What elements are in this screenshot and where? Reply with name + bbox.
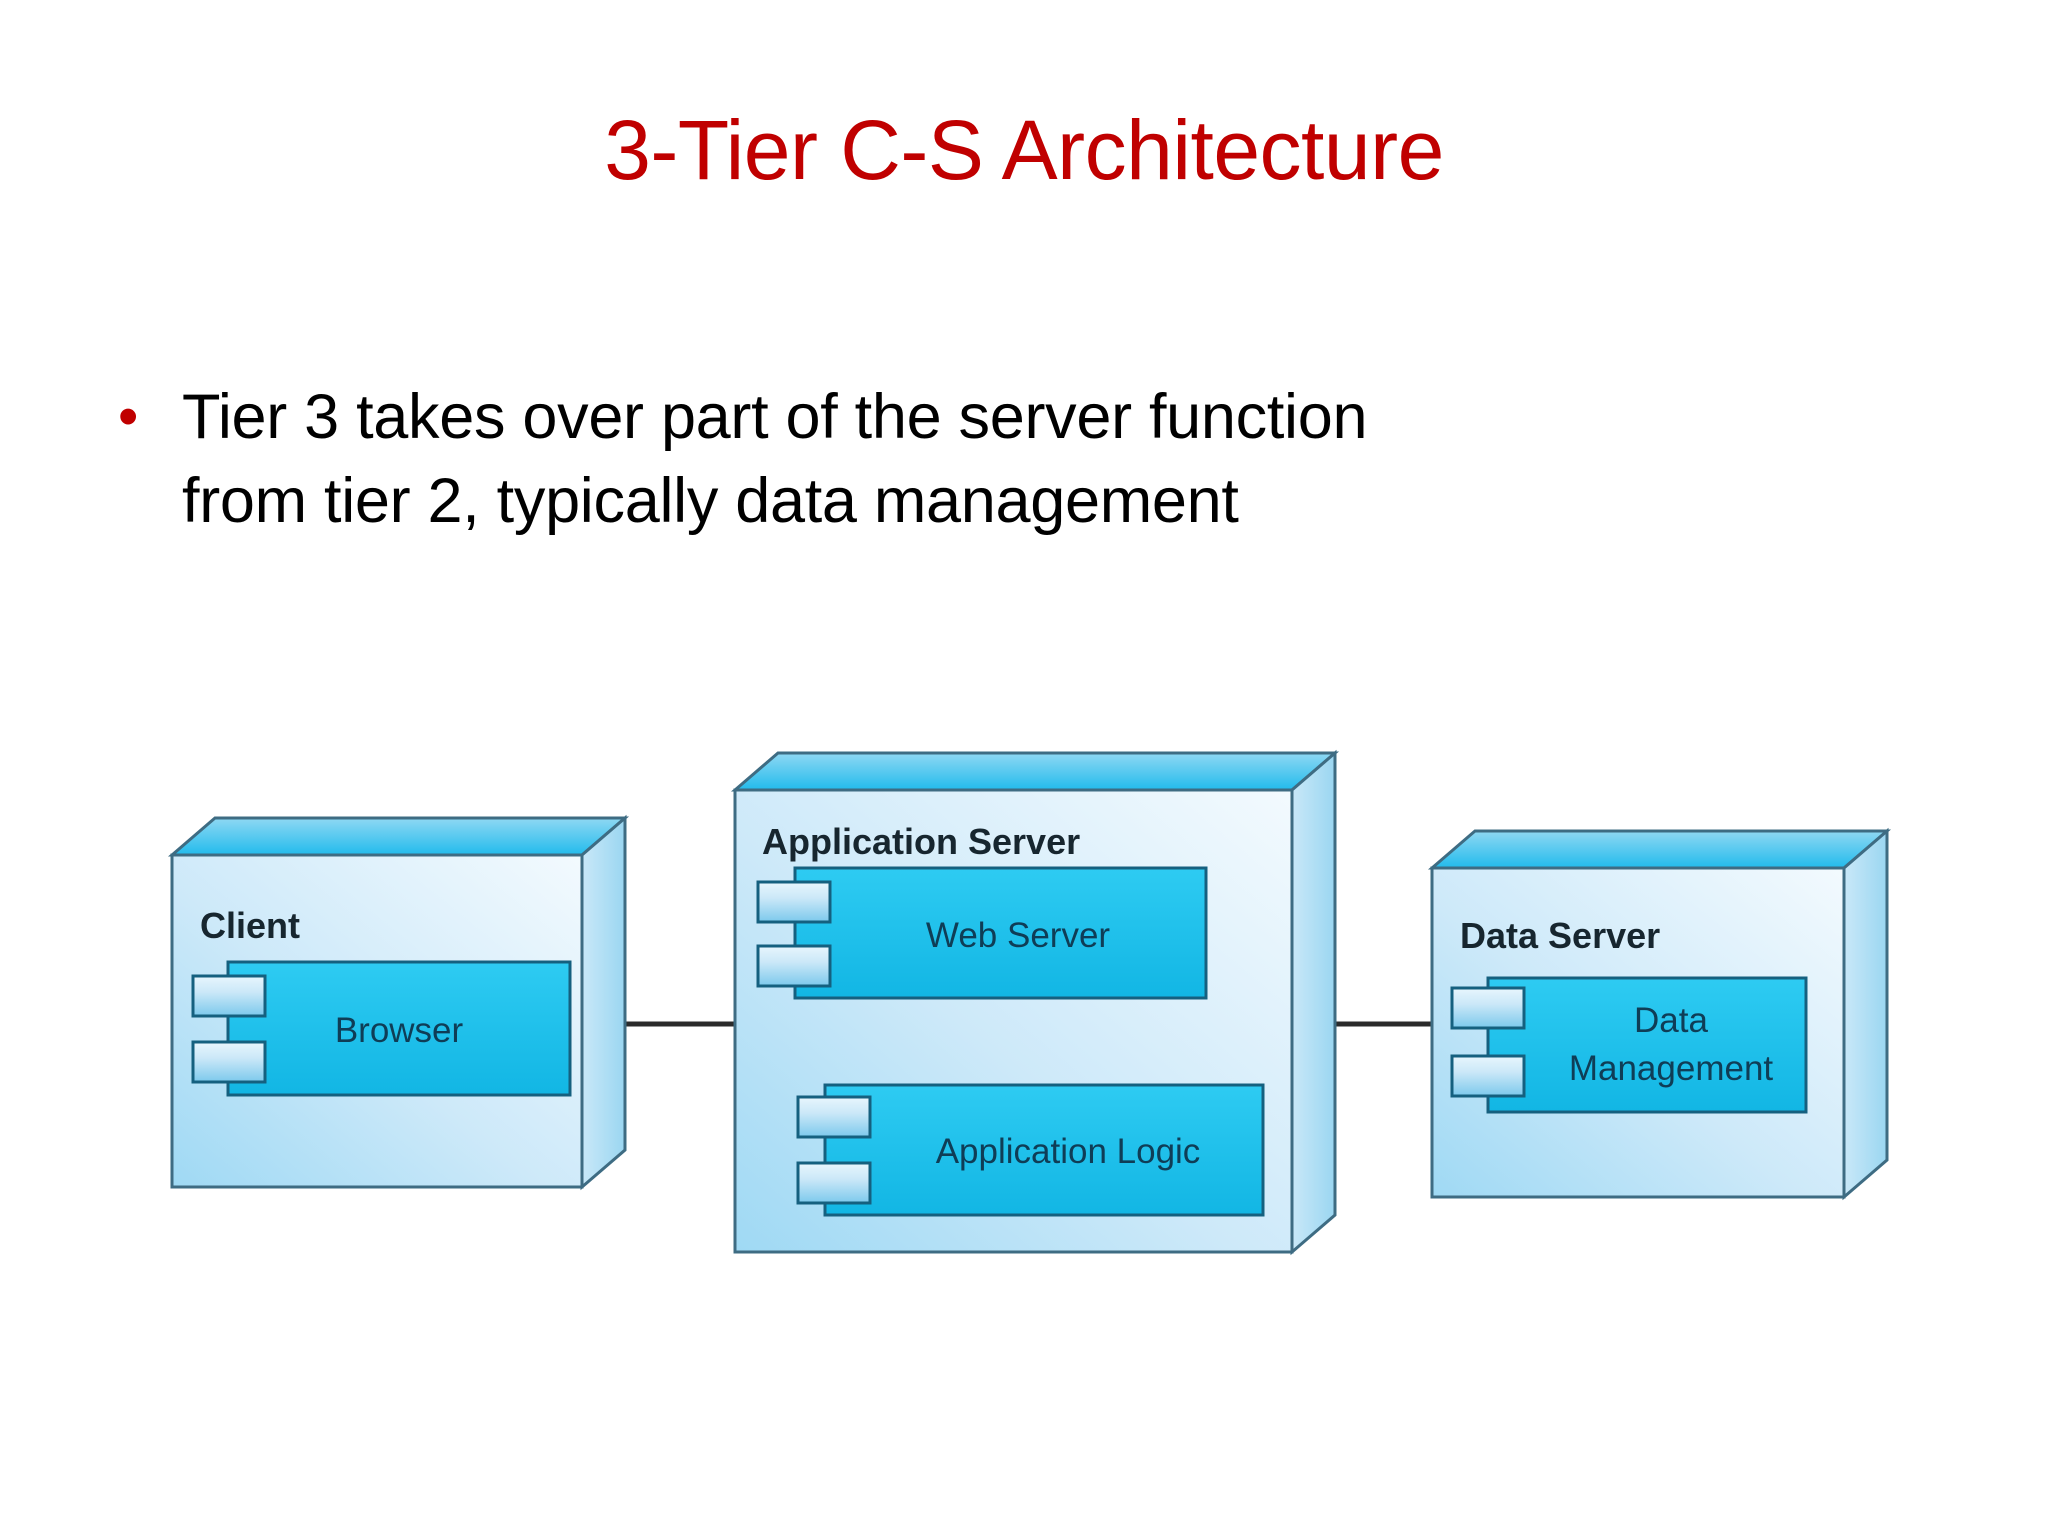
component-browser-label: Browser xyxy=(335,1011,464,1050)
component-browser-tab-lower-icon xyxy=(191,1040,267,1084)
component-application-logic-label: Application Logic xyxy=(936,1132,1201,1171)
node-client-label: Client xyxy=(200,905,300,946)
node-application-server[interactable]: Application Server Web Server Applicatio… xyxy=(730,749,1340,1256)
page-title: 3-Tier C-S Architecture xyxy=(604,103,1444,197)
component-web-server-tab-upper-icon xyxy=(756,880,832,924)
node-client-top-face xyxy=(167,816,630,857)
bullet-line-1: Tier 3 takes over part of the server fun… xyxy=(182,382,1368,452)
node-client-front-face xyxy=(170,853,584,1189)
node-data-server-front-face xyxy=(1430,866,1846,1199)
component-application-logic-tab-lower-icon xyxy=(796,1161,872,1205)
component-data-management-label-line-1: Data xyxy=(1634,1001,1708,1040)
component-application-logic[interactable]: Application Logic xyxy=(796,1083,1265,1217)
component-web-server-tab-lower-icon xyxy=(756,944,832,988)
bullet-marker-icon: • xyxy=(118,384,139,449)
list-item: • Tier 3 takes over part of the server f… xyxy=(110,375,1950,543)
component-browser[interactable]: Browser xyxy=(191,960,572,1097)
component-web-server-label: Web Server xyxy=(926,916,1110,955)
component-data-management-body xyxy=(1486,976,1808,1114)
bullet-list: • Tier 3 takes over part of the server f… xyxy=(110,375,1950,543)
component-application-logic-tab-upper-icon xyxy=(796,1095,872,1139)
node-application-server-label: Application Server xyxy=(762,821,1080,862)
bullet-text-block: Tier 3 takes over part of the server fun… xyxy=(182,375,1368,543)
component-data-management-tab-lower-icon xyxy=(1450,1054,1526,1098)
component-data-management-label-line-2: Management xyxy=(1569,1049,1774,1088)
component-web-server-body xyxy=(793,866,1208,1000)
component-data-management[interactable]: Data Management xyxy=(1450,976,1808,1114)
node-application-server-side-face xyxy=(1290,749,1337,1256)
node-application-server-top-face xyxy=(730,751,1340,792)
node-client[interactable]: Client Browser xyxy=(167,814,630,1191)
bullet-line-2: from tier 2, typically data management xyxy=(182,466,1239,536)
component-data-management-tab-upper-icon xyxy=(1450,986,1526,1030)
node-data-server-label: Data Server xyxy=(1460,915,1660,956)
node-data-server[interactable]: Data Server Data Management xyxy=(1427,827,1892,1201)
node-client-side-face xyxy=(580,814,627,1191)
node-data-server-side-face xyxy=(1842,827,1889,1201)
component-browser-body xyxy=(226,960,572,1097)
component-web-server[interactable]: Web Server xyxy=(756,866,1208,1000)
component-application-logic-body xyxy=(823,1083,1265,1217)
node-application-server-front-face xyxy=(733,788,1294,1254)
component-browser-tab-upper-icon xyxy=(191,974,267,1018)
node-data-server-top-face xyxy=(1427,829,1892,870)
